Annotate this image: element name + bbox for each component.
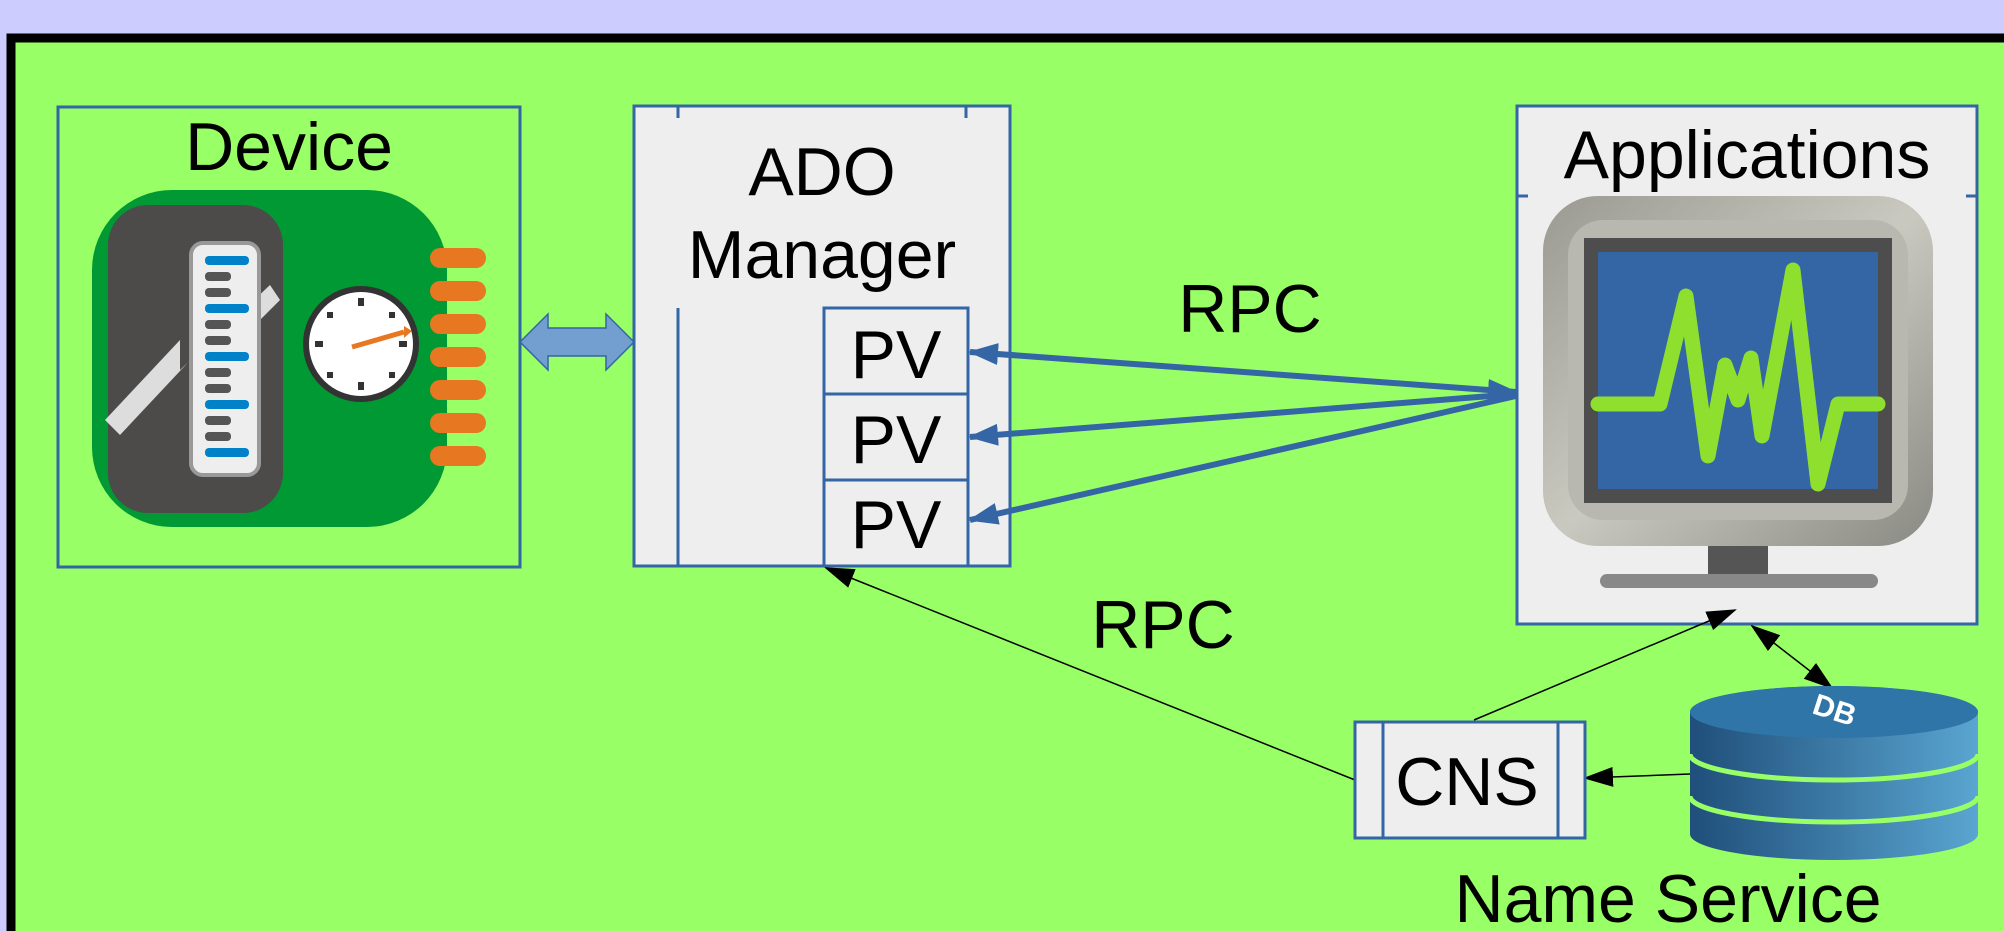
ado-manager-box: ADO Manager PV PV PV (632, 104, 1012, 568)
applications-db-arrow (1750, 624, 1834, 690)
dial-icon (303, 286, 419, 402)
name-service-label: Name Service (1454, 861, 1881, 931)
waveform (1590, 262, 1886, 492)
monitor-waveform-icon (1543, 196, 1933, 588)
device-box: Device (56, 105, 522, 569)
rpc-label-top: RPC (1178, 271, 1322, 347)
device-chip-icon (92, 190, 486, 527)
cns-box: CNS (1353, 720, 1587, 840)
rpc-arrow-pv1 (968, 343, 1518, 401)
connector-pins (430, 248, 486, 466)
applications-box: Applications (1515, 104, 1979, 626)
rpc-arrow-pv2 (968, 391, 1517, 446)
pv-box-3: PV (822, 478, 970, 568)
db-cns-arrow (1583, 766, 1691, 787)
device-label: Device (185, 109, 393, 185)
ado-label-line2: Manager (688, 217, 956, 293)
pv-label-2: PV (851, 402, 942, 478)
pv-label-3: PV (851, 487, 942, 563)
pv-label-1: PV (851, 317, 942, 393)
cns-applications-arrow (1473, 609, 1737, 721)
gauge-bars (205, 256, 249, 457)
rpc-arrow-pv3 (968, 393, 1517, 525)
applications-label: Applications (1564, 117, 1931, 193)
ado-label-line1: ADO (748, 134, 895, 210)
rpc-pv-arrows (968, 343, 1518, 525)
pv-box-2: PV (822, 392, 970, 482)
database-icon: DB (1687, 686, 1981, 860)
rpc-label-bottom: RPC (1091, 587, 1235, 663)
rpc-arrow-cns-ado (824, 567, 1356, 781)
pv-box-1: PV (822, 306, 970, 396)
cns-label: CNS (1395, 744, 1539, 820)
